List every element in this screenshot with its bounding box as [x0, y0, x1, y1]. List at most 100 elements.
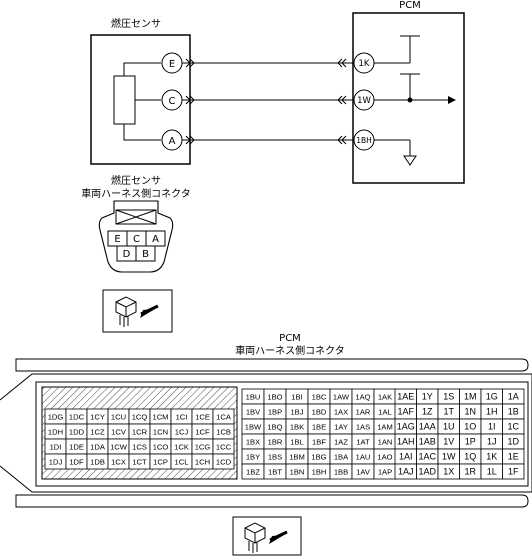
pcm-pin-label: 1CJ: [175, 428, 189, 437]
pcm-pin-label: 1DC: [69, 413, 85, 422]
sensor-title: 燃圧センサ: [111, 17, 161, 30]
pcm-pin-label: 1I: [488, 422, 496, 432]
pcm-pin-label: 1N: [464, 407, 476, 417]
pcm-pin-label: 1AT: [356, 438, 370, 447]
pcm-pin-label: 1R: [464, 467, 476, 477]
connector-view-icon-sensor: [102, 289, 173, 333]
pcm-pin-label: 1BU: [246, 393, 261, 402]
pcm-connector-title-line1: PCM: [279, 333, 301, 344]
pcm-pin-label: 1AJ: [398, 467, 414, 477]
pcm-pin-label: 1E: [508, 452, 519, 462]
pcm-pin-label: 1CY: [90, 413, 105, 422]
pcm-terminal-1k-label: 1K: [359, 59, 370, 69]
pcm-pin-label: 1DG: [48, 413, 64, 422]
pcm-pin-label: 1CR: [132, 428, 148, 437]
pcm-pin-label: 1BP: [268, 408, 282, 417]
pcm-pin-label: 1AV: [356, 468, 371, 477]
sensor-terminal-c-label: C: [169, 96, 176, 107]
pcm-pin-label: 1D: [507, 437, 519, 447]
latch-cross-b: [115, 209, 157, 225]
pcm-pin-label: 1K: [486, 452, 497, 462]
pcm-pin-label: 1CZ: [90, 428, 105, 437]
pcm-pin-label: 1BS: [268, 453, 282, 462]
pcm-pin-label: 1CS: [132, 443, 147, 452]
pcm-pin-label: 1G: [486, 392, 498, 402]
signal-arrow-icon: [448, 96, 456, 104]
pcm-pin-label: 1T: [443, 407, 454, 417]
pcm-connector-bottom-rail: [15, 494, 529, 508]
pcm-pin-label: 1X: [443, 467, 454, 477]
pcm-pin-label: 1CQ: [132, 413, 148, 422]
sensor-internal-wire-top: [123, 62, 161, 76]
pcm-pin-label: 1A: [508, 392, 519, 402]
pcm-pin-label: 1Q: [464, 452, 476, 462]
pcm-pin-label: 1BN: [290, 468, 305, 477]
pcm-pin-label: 1BB: [334, 468, 348, 477]
pcm-pin-label: 1F: [508, 467, 519, 477]
pcm-pin-label: 1U: [443, 422, 455, 432]
pcm-pin-label: 1CW: [110, 443, 128, 452]
pcm-pin-label: 1BX: [246, 438, 260, 447]
pcm-pin-label: 1AR: [356, 408, 371, 417]
pcm-pin-label: 1AW: [333, 393, 350, 402]
pcm-pin-label: 1AL: [378, 408, 392, 417]
sensor-pin-d: D: [123, 249, 131, 260]
pcm-pin-label: 1AA: [419, 422, 436, 432]
pcm-pin-label: 1AS: [356, 423, 370, 432]
pcm-pin-label: 1C: [507, 422, 519, 432]
pcm-pin-label: 1BR: [268, 438, 283, 447]
sensor-connector-title-line1: 燃圧センサ: [111, 174, 161, 187]
pcm-junction-dot: [407, 97, 413, 103]
pcm-pin-label: 1AO: [377, 453, 392, 462]
pcm-pin-label: 1BT: [268, 468, 282, 477]
pcm-pin-label: 1BL: [290, 438, 304, 447]
pcm-pin-label: 1BZ: [246, 468, 260, 477]
pcm-pin-label: 1CA: [216, 413, 232, 422]
pcm-pin-label: 1CH: [195, 458, 210, 467]
pcm-connector-title-line2: 車両ハーネス側コネクタ: [235, 344, 345, 357]
pcm-pin-label: 1DA: [90, 443, 106, 452]
pcm-pin-label: 1BG: [311, 453, 326, 462]
sensor-pin-a: A: [152, 234, 159, 245]
pcm-pin-label: 1CU: [111, 413, 126, 422]
pcm-pin-label: 1CT: [132, 458, 147, 467]
pcm-pin-label: 1BQ: [267, 423, 282, 432]
pcm-pin-label: 1AH: [397, 437, 415, 447]
ground-icon: [403, 155, 417, 166]
pcm-pin-label: 1L: [487, 467, 497, 477]
pcm-pin-label: 1BY: [246, 453, 260, 462]
pcm-terminal-1w-label: 1W: [357, 96, 371, 106]
sensor-pin-c: C: [133, 234, 140, 245]
pcm-pin-label: 1BA: [334, 453, 349, 462]
pcm-pin-label: 1AM: [377, 423, 393, 432]
pcm-pin-label: 1BE: [312, 423, 326, 432]
harness-wires: [182, 58, 353, 145]
sensor-connector-pin-grid: [107, 230, 166, 262]
pcm-pin-label: 1M: [464, 392, 477, 402]
pcm-pin-label: 1CN: [153, 428, 168, 437]
pcm-pin-label: 1CI: [176, 413, 188, 422]
pcm-pin-label: 1CP: [153, 458, 168, 467]
pcm-pin-label: 1AF: [397, 407, 414, 417]
pcm-pin-label: 1CL: [175, 458, 189, 467]
pcm-pin-label: 1CV: [111, 428, 127, 437]
pcm-pin-label: 1Z: [422, 407, 433, 417]
pcm-internal-circuit: [374, 35, 448, 156]
sensor-terminal-e-label: E: [169, 59, 175, 70]
pcm-pin-label: 1CO: [153, 443, 169, 452]
pcm-title: PCM: [399, 0, 421, 11]
pcm-pin-label: 1DE: [69, 443, 84, 452]
pcm-pin-label: 1H: [486, 407, 498, 417]
pcm-connector-inner-frame: [35, 381, 529, 487]
pcm-pin-label: 1V: [443, 437, 454, 447]
pcm-pin-label: 1AQ: [355, 393, 370, 402]
pcm-pin-label: 1CX: [111, 458, 126, 467]
pcm-pin-label: 1Y: [422, 392, 433, 402]
sensor-terminal-a-label: A: [169, 136, 176, 147]
pcm-pin-label: 1AP: [378, 468, 392, 477]
pcm-pin-label: 1BJ: [290, 408, 303, 417]
pcm-pin-label: 1DD: [69, 428, 85, 437]
pcm-pin-label: 1BO: [267, 393, 282, 402]
